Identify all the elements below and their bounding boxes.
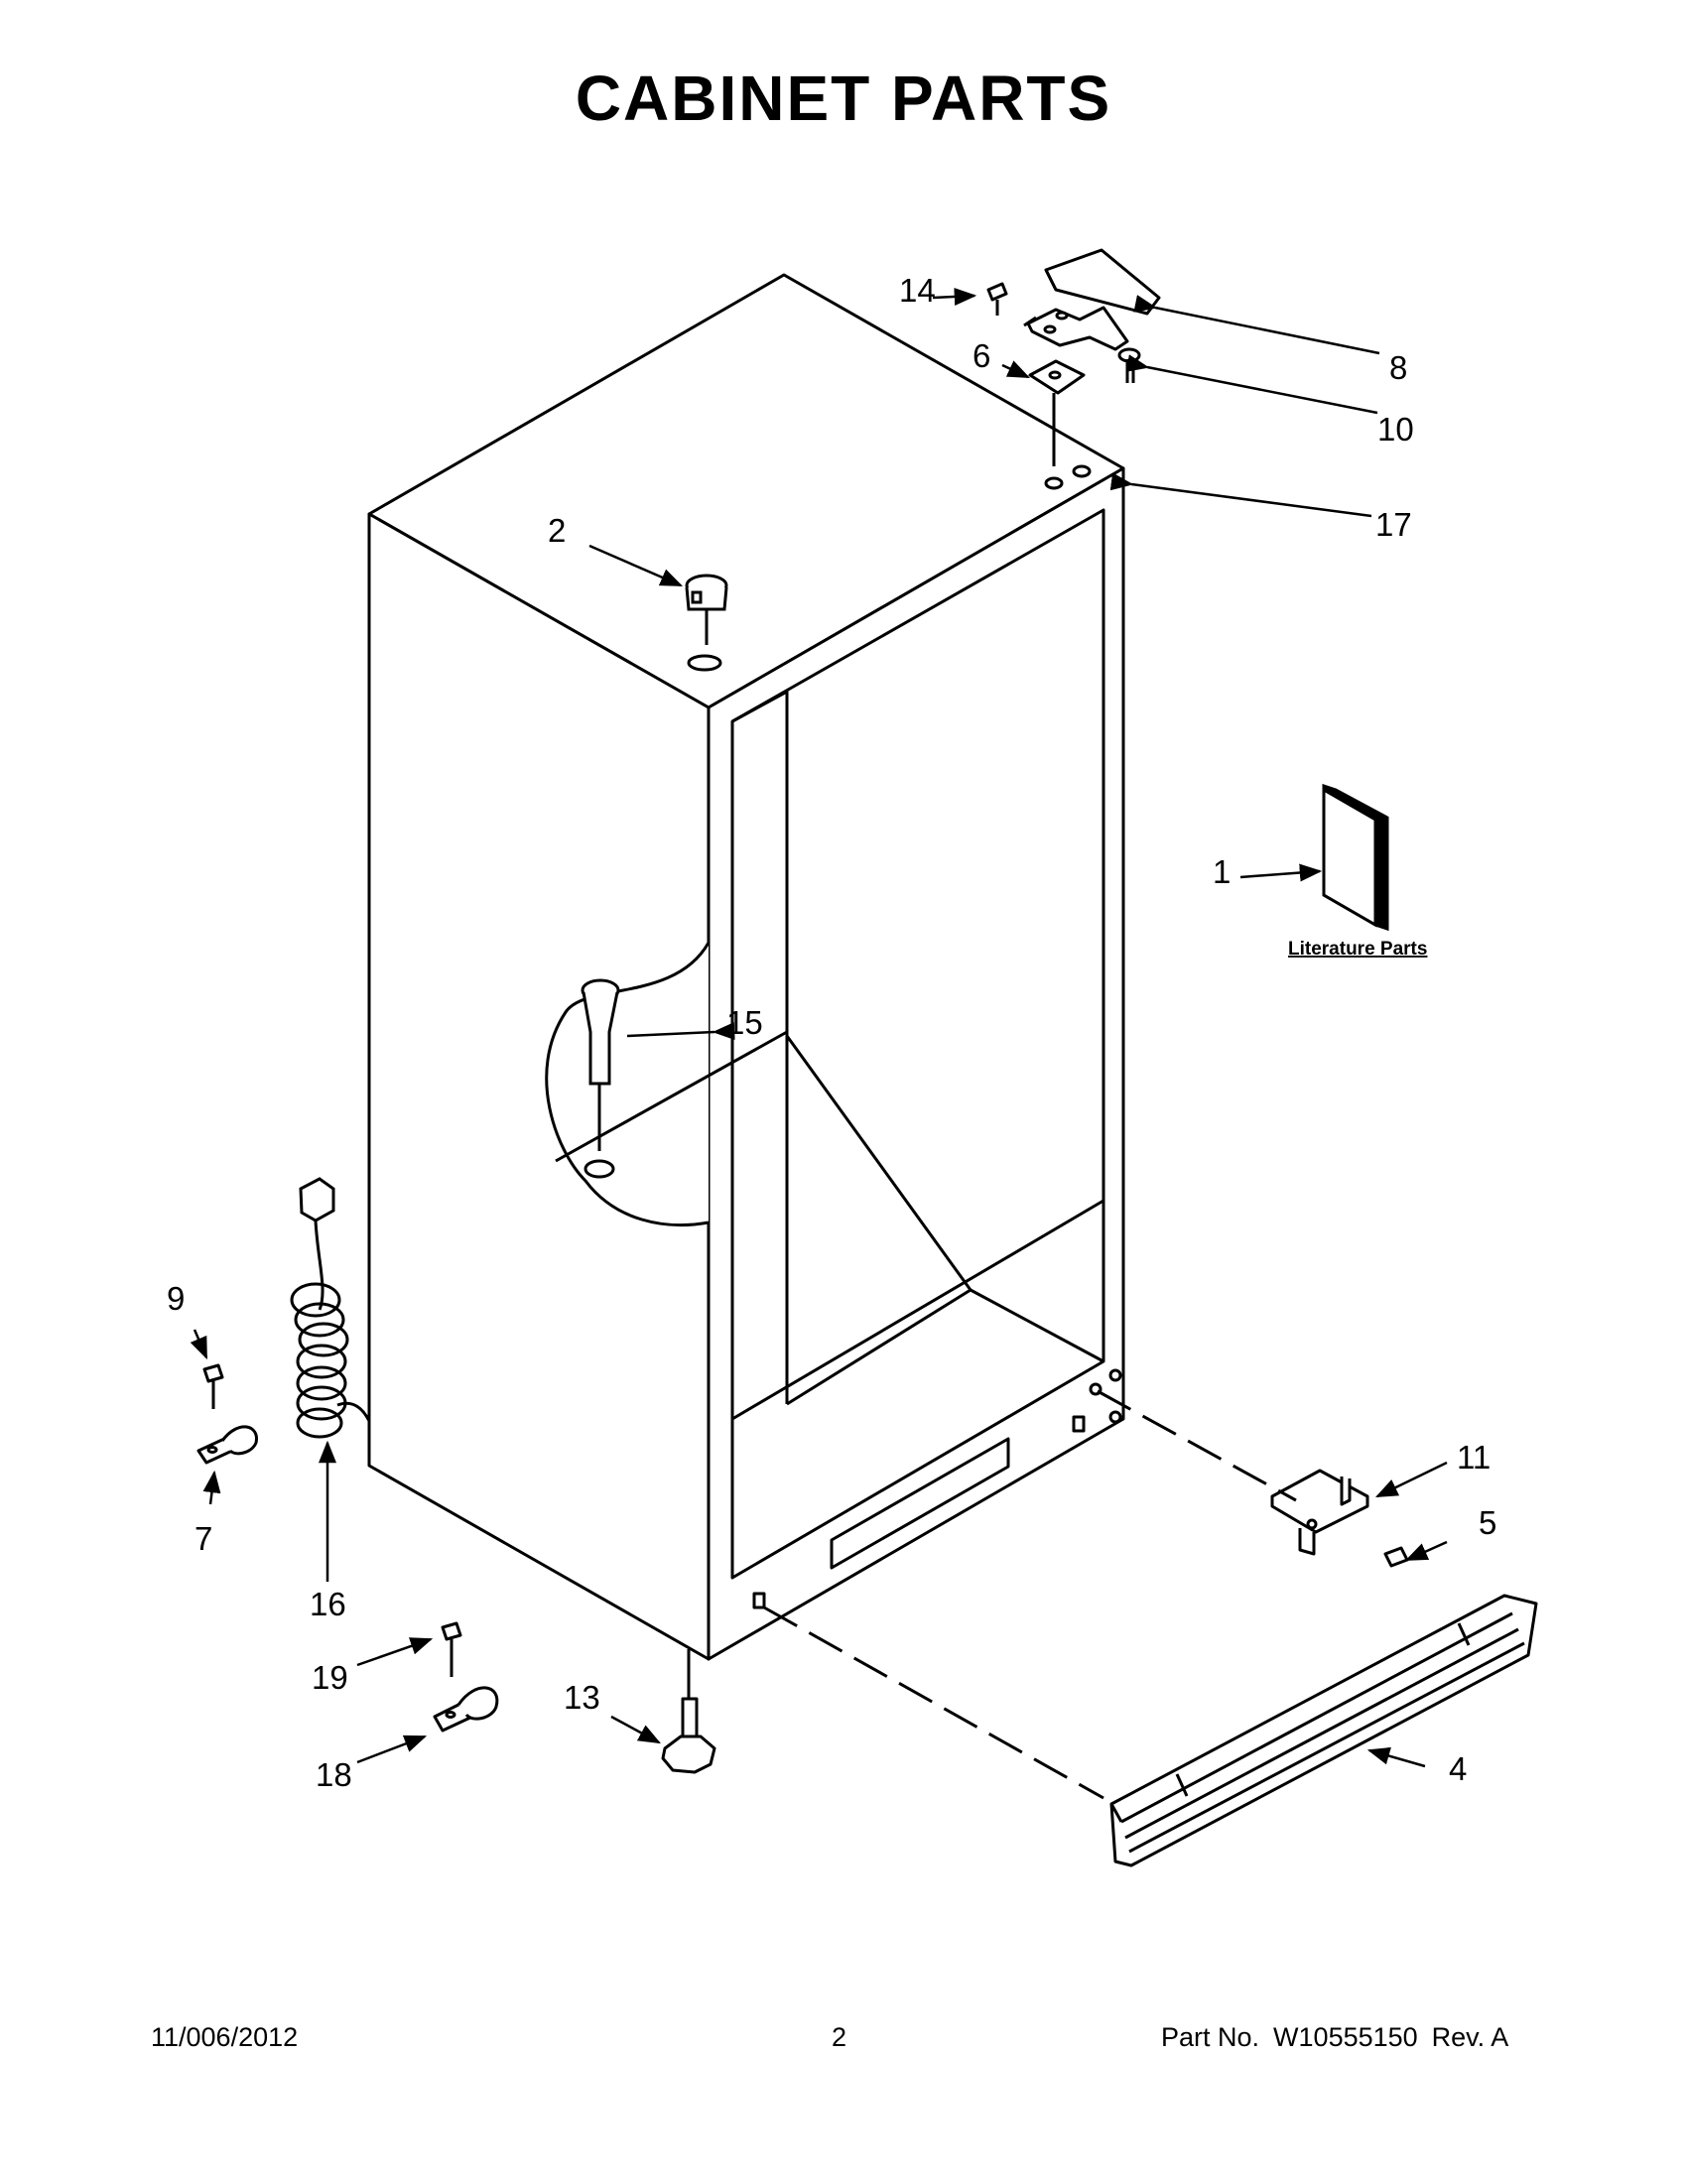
power-cord-part <box>290 1177 371 1439</box>
drain-tube-part <box>581 978 620 1179</box>
cord-clamp-lower <box>433 1621 499 1733</box>
callout-14: 14 <box>899 272 936 309</box>
callout-5: 5 <box>1479 1504 1496 1541</box>
callout-9: 9 <box>167 1280 185 1317</box>
plug-button-part <box>685 574 728 672</box>
bracket-alignment-line <box>1097 1389 1297 1502</box>
callout-13: 13 <box>564 1679 600 1716</box>
footer-date: 11/006/2012 <box>151 2022 299 2052</box>
leveling-leg-part <box>661 1649 716 1774</box>
callout-15: 15 <box>726 1004 763 1041</box>
part-number-label: Part No. <box>1161 2022 1260 2052</box>
cabinet-body <box>367 273 1125 1661</box>
revision-label: Rev. A <box>1431 2022 1509 2052</box>
callout-2: 2 <box>548 512 566 549</box>
cord-clamp-left <box>196 1363 258 1465</box>
callout-1: 1 <box>1213 853 1231 890</box>
callout-4: 4 <box>1449 1750 1467 1787</box>
callout-10: 10 <box>1377 411 1414 448</box>
callout-arrows <box>190 287 1448 1768</box>
top-hinge-assembly <box>986 248 1161 466</box>
callout-17: 17 <box>1375 506 1412 543</box>
literature-parts-label: Literature Parts <box>1288 939 1427 960</box>
toe-grille-part <box>1109 1594 1538 1867</box>
part-number-value: W10555150 <box>1273 2022 1418 2052</box>
grille-alignment-line <box>763 1606 1104 1800</box>
callout-19: 19 <box>312 1659 348 1696</box>
page-title: CABINET PARTS <box>575 63 1112 134</box>
callout-18: 18 <box>316 1756 352 1793</box>
callout-6: 6 <box>973 337 990 374</box>
toe-grille-bracket <box>1270 1469 1409 1568</box>
footer-page-number: 2 <box>832 2022 847 2052</box>
callout-16: 16 <box>310 1586 346 1622</box>
literature-booklet <box>1322 783 1389 932</box>
footer-part-number: Part No. W10555150 Rev. A <box>1161 2022 1522 2053</box>
callout-7: 7 <box>195 1520 212 1557</box>
callout-8: 8 <box>1389 349 1407 386</box>
callout-11: 11 <box>1457 1439 1491 1476</box>
